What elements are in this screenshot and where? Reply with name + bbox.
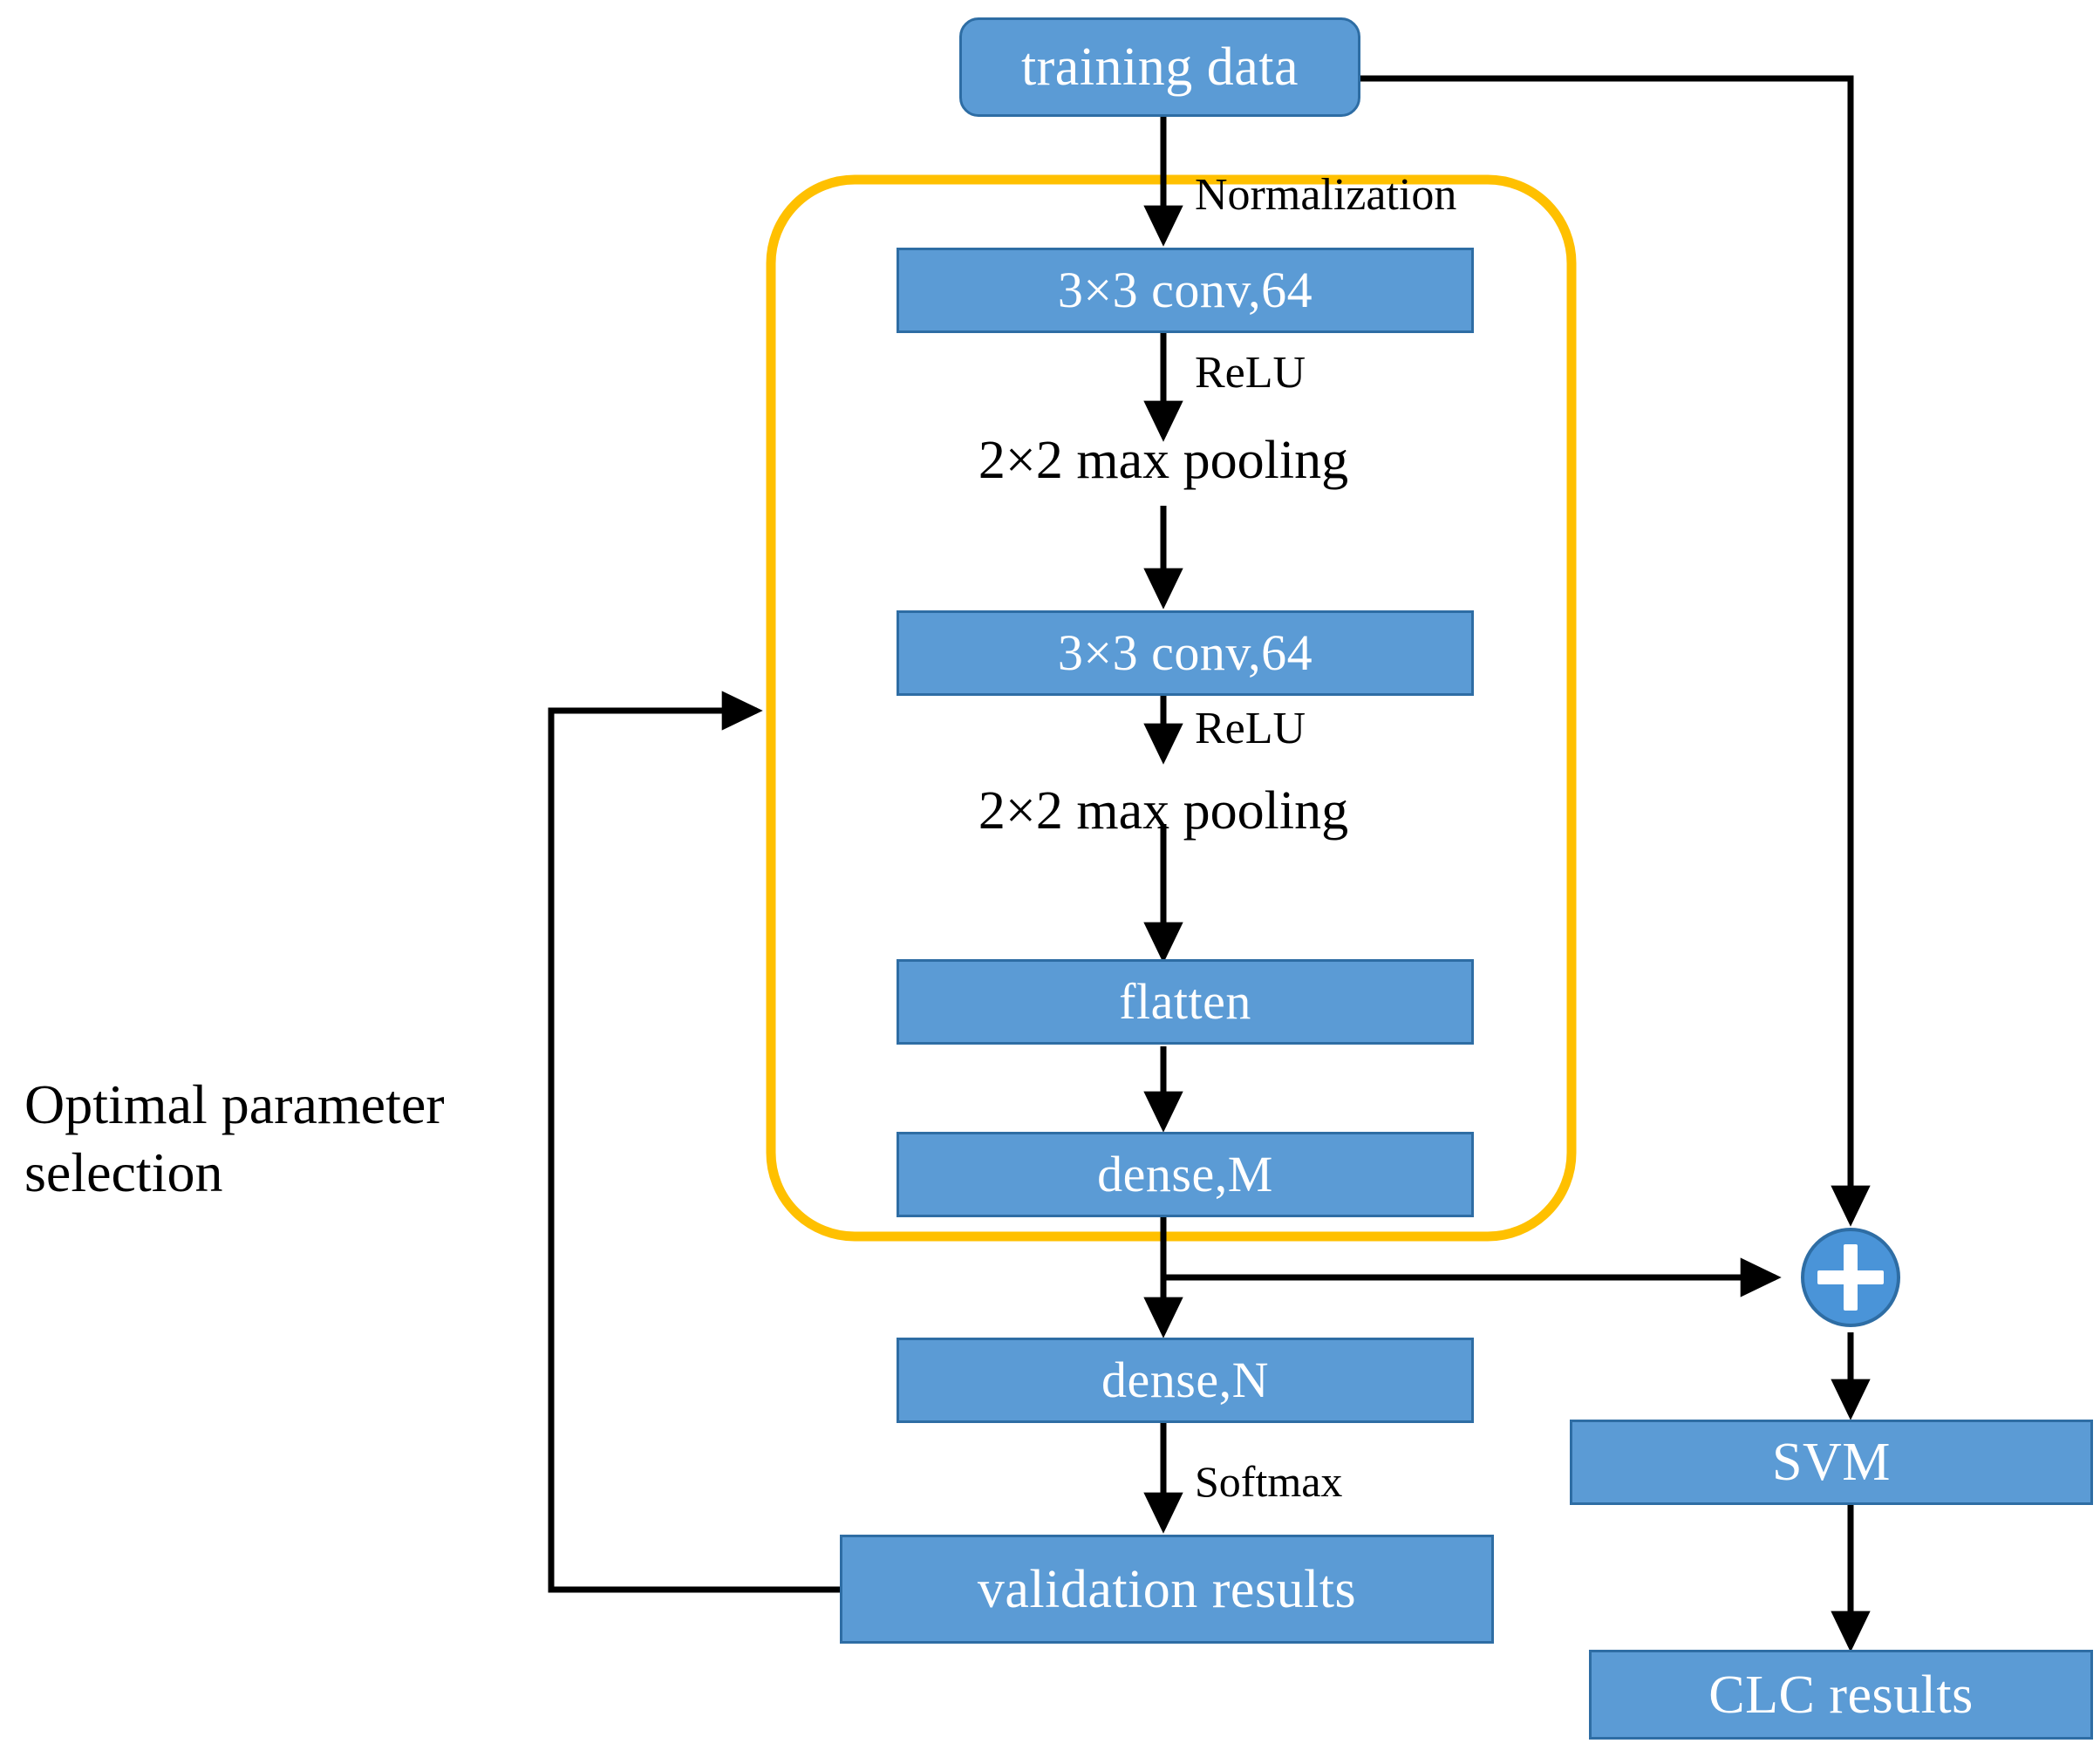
node-conv1[interactable]: 3×3 conv,64 <box>897 248 1474 333</box>
node-conv1-label: 3×3 conv,64 <box>1057 262 1313 318</box>
node-clc-results-label: CLC results <box>1708 1665 1974 1725</box>
node-validation-results[interactable]: validation results <box>840 1535 1494 1644</box>
edge-validation-feedback-to-group <box>548 691 840 1593</box>
node-conv2-label: 3×3 conv,64 <box>1057 624 1313 681</box>
edge-training-to-add-node <box>1360 75 1871 1227</box>
node-dense-m-label: dense,M <box>1097 1146 1273 1202</box>
node-flatten-label: flatten <box>1119 973 1251 1030</box>
node-svm-label: SVM <box>1772 1433 1891 1492</box>
node-dense-n[interactable]: dense,N <box>897 1338 1474 1423</box>
edge-label-relu-1: ReLU <box>1195 348 1306 398</box>
node-dense-m[interactable]: dense,M <box>897 1132 1474 1217</box>
node-validation-results-label: validation results <box>977 1559 1357 1619</box>
edge-label-max-pooling-2: 2×2 max pooling <box>978 781 1349 841</box>
edge-label-relu-2: ReLU <box>1195 704 1306 753</box>
node-conv2[interactable]: 3×3 conv,64 <box>897 610 1474 696</box>
node-flatten[interactable]: flatten <box>897 959 1474 1045</box>
node-clc-results[interactable]: CLC results <box>1589 1650 2093 1740</box>
plus-icon-vertical-bar <box>1843 1243 1858 1311</box>
node-dense-n-label: dense,N <box>1101 1352 1269 1408</box>
node-add-node[interactable] <box>1801 1228 1900 1327</box>
edge-label-max-pooling-1: 2×2 max pooling <box>978 431 1349 490</box>
annotation-optimal-parameter-selection: Optimal parameter selection <box>24 1073 445 1204</box>
cnn-feature-extractor-group <box>766 174 1577 1242</box>
edge-label-softmax: Softmax <box>1195 1457 1343 1506</box>
node-svm[interactable]: SVM <box>1570 1420 2093 1505</box>
node-training-data[interactable]: training data <box>959 17 1360 117</box>
node-training-data-label: training data <box>1020 37 1299 97</box>
edge-label-normalization: Normalization <box>1195 170 1457 220</box>
